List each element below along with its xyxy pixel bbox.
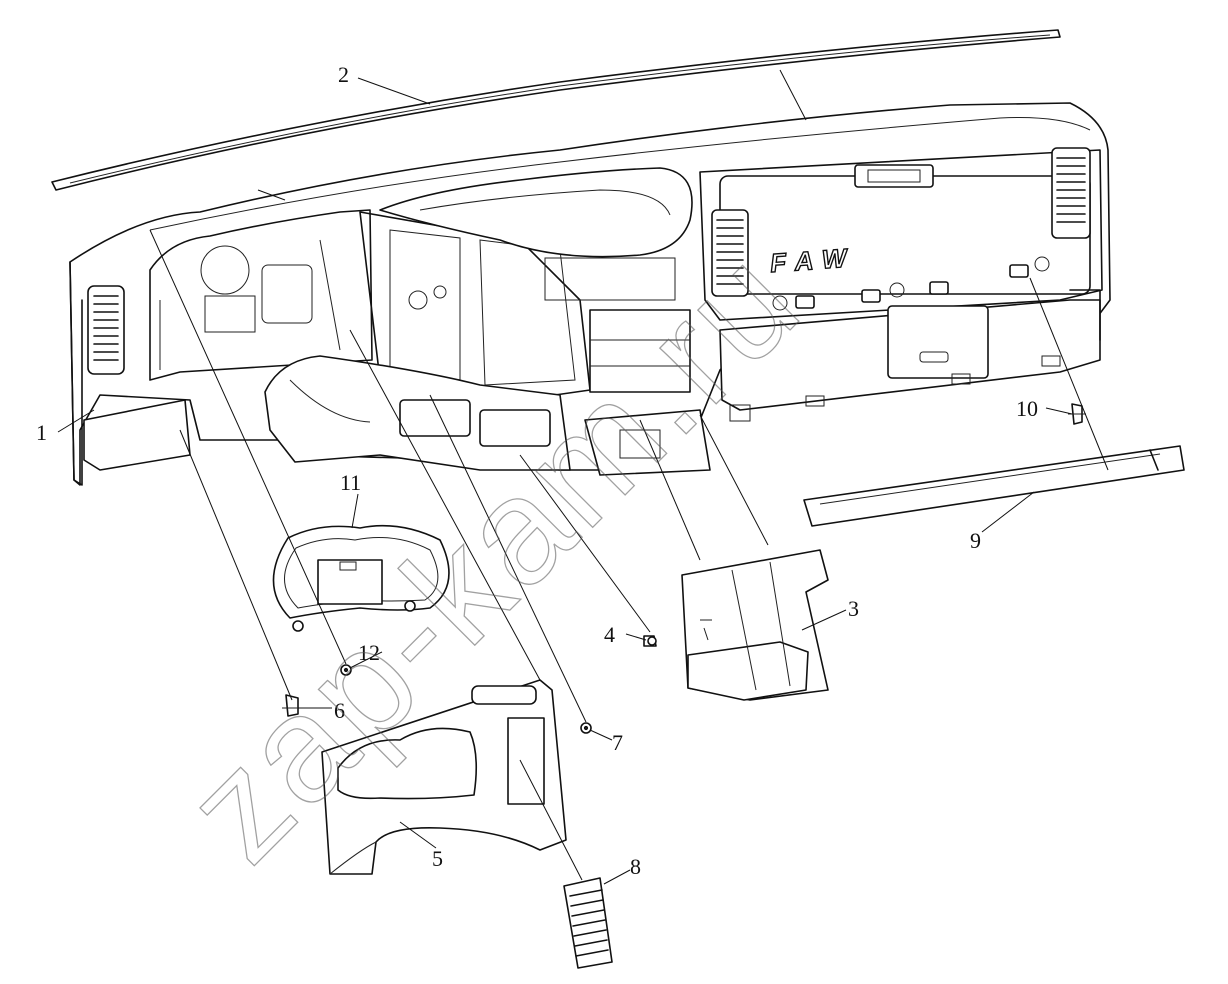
callout-3: 3 [848, 596, 859, 621]
part-2-top-trim-strip [51, 29, 1061, 191]
right-inner-vent-louvres [716, 219, 744, 285]
part-5-cluster-bezel [321, 679, 567, 875]
part-8-small-vent [563, 877, 613, 969]
callout-7: 7 [612, 730, 623, 755]
callout-9: 9 [970, 528, 981, 553]
callout-6: 6 [334, 698, 345, 723]
callout-8: 8 [630, 854, 641, 879]
part-12-fastener [340, 664, 352, 676]
callout-5: 5 [432, 846, 443, 871]
callout-10: 10 [1016, 396, 1038, 421]
part-7-screw [580, 722, 592, 734]
part-10-clip [1068, 403, 1086, 425]
part-11-instrument-cluster [272, 524, 450, 632]
callout-leaders [57, 77, 1073, 885]
callout-2: 2 [338, 62, 349, 87]
faw-logo-lettering: FAW [769, 242, 857, 278]
part-3-storage-module [681, 549, 829, 701]
callout-4: 4 [604, 622, 615, 647]
left-vent-louvres [93, 295, 119, 361]
callout-11: 11 [340, 470, 361, 495]
part-4-bolt [643, 635, 657, 647]
assembly-reference-lines [149, 69, 1109, 881]
callout-numbers: 1 2 3 4 5 6 7 8 9 10 11 12 [36, 62, 1038, 879]
small-vent-louvres [569, 889, 609, 957]
right-outer-vent-louvres [1056, 157, 1086, 223]
part-9-lower-trim-bar [803, 445, 1185, 527]
part-1-dashboard-panel [69, 102, 1111, 486]
callout-12: 12 [358, 640, 380, 665]
callout-1: 1 [36, 420, 47, 445]
